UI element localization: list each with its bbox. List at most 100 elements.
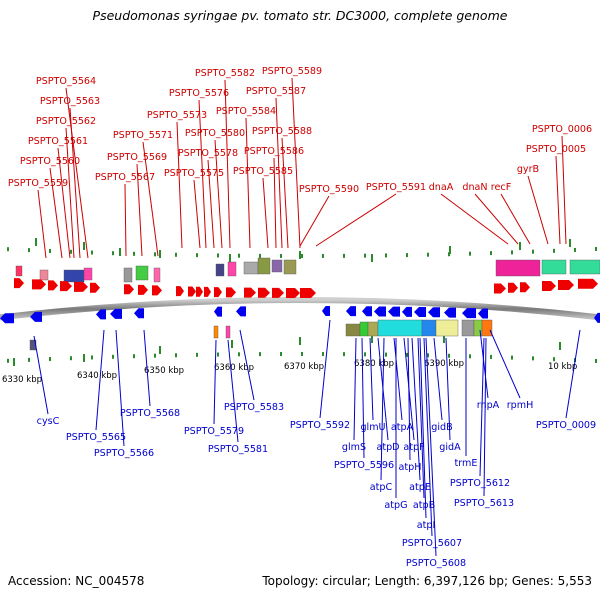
reverse-gene-arrow [214,306,222,317]
feature-box [227,261,237,277]
label-leader-line [474,193,519,245]
reverse-gene-arrow [322,306,330,317]
forward-gene-arrow [14,278,24,289]
forward-gene-arrow [258,287,270,298]
gene-label: recF [491,182,511,193]
feature-box [495,259,541,277]
forward-gene-arrow [124,284,134,295]
reverse-gene-arrow [402,306,412,317]
label-leader-line [143,329,151,407]
gene-label: PSPTO_5576 [169,88,229,99]
gene-label: gidA [439,442,461,453]
label-leader-line [440,193,509,245]
genome-backbone [0,297,600,321]
label-leader-line [193,179,201,249]
axis-tick-label: 6380 kbp [354,359,394,369]
feature-box [215,263,225,277]
feature-box [153,267,161,283]
label-leader-line [445,337,451,441]
label-leader-line [176,121,183,249]
feature-box [481,319,493,337]
gene-label: PSPTO_5580 [185,128,245,139]
label-leader-line [142,141,159,257]
gene-label: PSPTO_5566 [94,448,154,459]
reverse-gene-arrow [388,306,400,317]
axis-tick-label: 6360 kbp [214,363,254,373]
feature-box [461,319,475,337]
gene-label: PSPTO_5569 [107,152,167,163]
gene-label: atpE [409,482,431,493]
feature-box [345,323,361,337]
gene-label: PSPTO_0006 [532,124,592,135]
gene-label: atpD [376,442,399,453]
gene-label: PSPTO_5563 [40,96,100,107]
gene-label: PSPTO_5560 [20,156,80,167]
forward-gene-arrow [226,287,236,298]
label-leader-line [407,337,411,461]
gene-label-layer: PSPTO_5564PSPTO_5563PSPTO_5562PSPTO_5561… [8,66,596,569]
gene-label: PSPTO_5608 [406,558,466,569]
reverse-gene-arrow [414,307,426,318]
reverse-gene-arrow [110,308,122,319]
reverse-gene-arrow [374,306,386,317]
forward-gene-arrow [300,288,316,298]
label-leader-line [419,337,427,519]
reverse-gene-arrow [444,307,456,318]
axis-tick-label: 6330 kbp [2,375,42,385]
label-leader-line [273,157,277,249]
forward-gene-arrow [542,280,556,291]
label-leader-line [380,337,385,481]
label-leader-line [411,337,421,481]
gene-label: atpG [384,500,407,511]
feature-box [569,259,600,275]
gene-label: PSPTO_5585 [233,166,293,177]
leader-line-layer [33,77,581,557]
forward-gene-arrow [204,286,211,297]
label-leader-line [198,99,207,249]
label-leader-line [213,339,217,425]
label-leader-line [57,147,71,259]
label-leader-line [65,87,89,259]
label-leader-line [65,127,75,259]
axis-tick-label: 6370 kbp [284,362,324,372]
reverse-gene-arrow [96,309,106,320]
label-leader-line [224,79,231,249]
gene-label: PSPTO_5562 [36,116,96,127]
forward-gene-arrow [558,280,574,291]
feature-box-layer [15,257,600,351]
label-leader-line [319,319,331,419]
forward-gene-arrow [32,279,46,290]
label-leader-line [136,163,143,257]
gene-label: PSPTO_5561 [28,136,88,147]
gene-arrow-layer [0,278,600,324]
forward-gene-arrow [214,287,222,298]
topology-text: Topology: circular; Length: 6,397,126 bp… [262,574,592,588]
reverse-gene-arrow [428,307,440,318]
label-leader-line [433,337,443,421]
gene-label: PSPTO_5575 [164,168,224,179]
gene-label: PSPTO_5588 [252,126,312,137]
feature-box [83,267,93,281]
feature-box [541,259,567,275]
gene-label: PSPTO_5584 [216,106,276,117]
forward-gene-arrow [196,286,203,297]
forward-gene-arrow [48,280,58,291]
label-leader-line [245,117,251,249]
forward-gene-arrow [188,286,196,297]
reverse-gene-arrow [362,306,372,317]
gene-label: PSPTO_5559 [8,178,68,189]
feature-box [243,261,259,275]
feature-box [15,265,23,277]
label-leader-line [483,337,487,497]
forward-gene-arrow [152,285,162,296]
gene-label: PSPTO_5583 [224,402,284,413]
gene-label: atpH [399,462,422,473]
forward-gene-arrow [90,282,100,293]
label-leader-line [291,77,301,249]
gene-label: PSPTO_5581 [208,444,268,455]
feature-box [421,319,437,337]
forward-gene-arrow [244,287,256,298]
forward-gene-arrow [578,278,598,289]
